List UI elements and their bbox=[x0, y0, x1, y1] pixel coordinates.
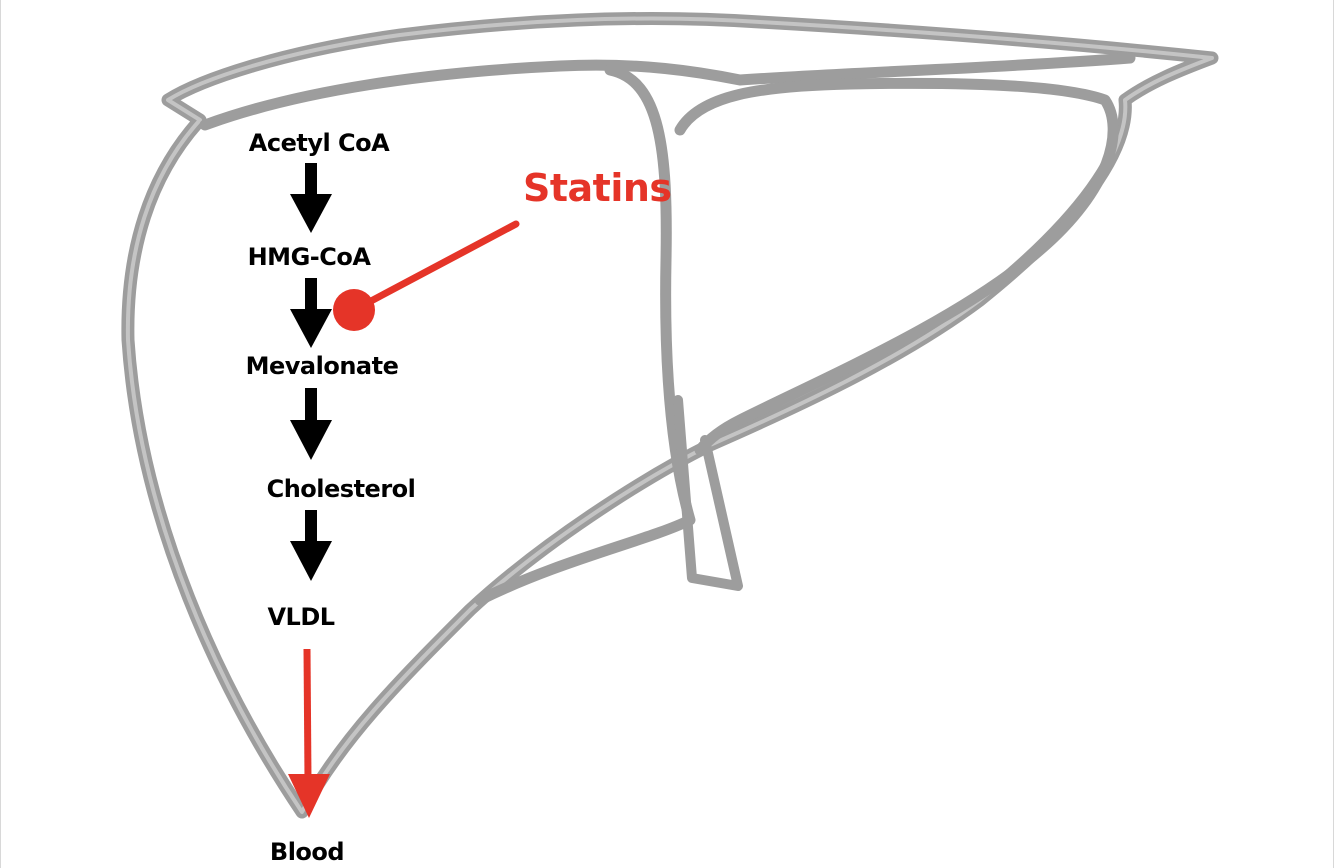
arrow-down-icon bbox=[290, 278, 332, 348]
pathway-step-hmg-coa: HMG-CoA bbox=[248, 243, 372, 271]
liver-top-band bbox=[199, 52, 1136, 131]
liver-gallbladder-strip bbox=[673, 395, 743, 591]
liver-icon bbox=[121, 11, 1219, 819]
statins-inhibition bbox=[333, 220, 520, 331]
inhibition-dot-icon bbox=[333, 289, 375, 331]
arrow-down-icon bbox=[290, 163, 332, 233]
inhibition-line bbox=[352, 220, 520, 313]
pathway-step-cholesterol: Cholesterol bbox=[267, 475, 416, 503]
liver-lobe-divider bbox=[474, 64, 696, 606]
left-border bbox=[0, 0, 1, 868]
pathway-step-mevalonate: Mevalonate bbox=[246, 352, 399, 380]
arrow-down-icon bbox=[290, 510, 332, 581]
pathway-step-blood: Blood bbox=[270, 838, 344, 866]
liver-right-lobe-edge bbox=[674, 77, 1119, 456]
statins-label: Statins bbox=[523, 166, 672, 210]
pathway-step-acetyl-coa: Acetyl CoA bbox=[249, 129, 390, 157]
liver-outer-outline-inner bbox=[125, 16, 1214, 814]
pathway-step-vldl: VLDL bbox=[267, 603, 334, 631]
vldl-to-blood-arrow bbox=[288, 648, 330, 818]
arrow-down-icon bbox=[290, 388, 332, 460]
pathway-arrows bbox=[290, 163, 332, 581]
